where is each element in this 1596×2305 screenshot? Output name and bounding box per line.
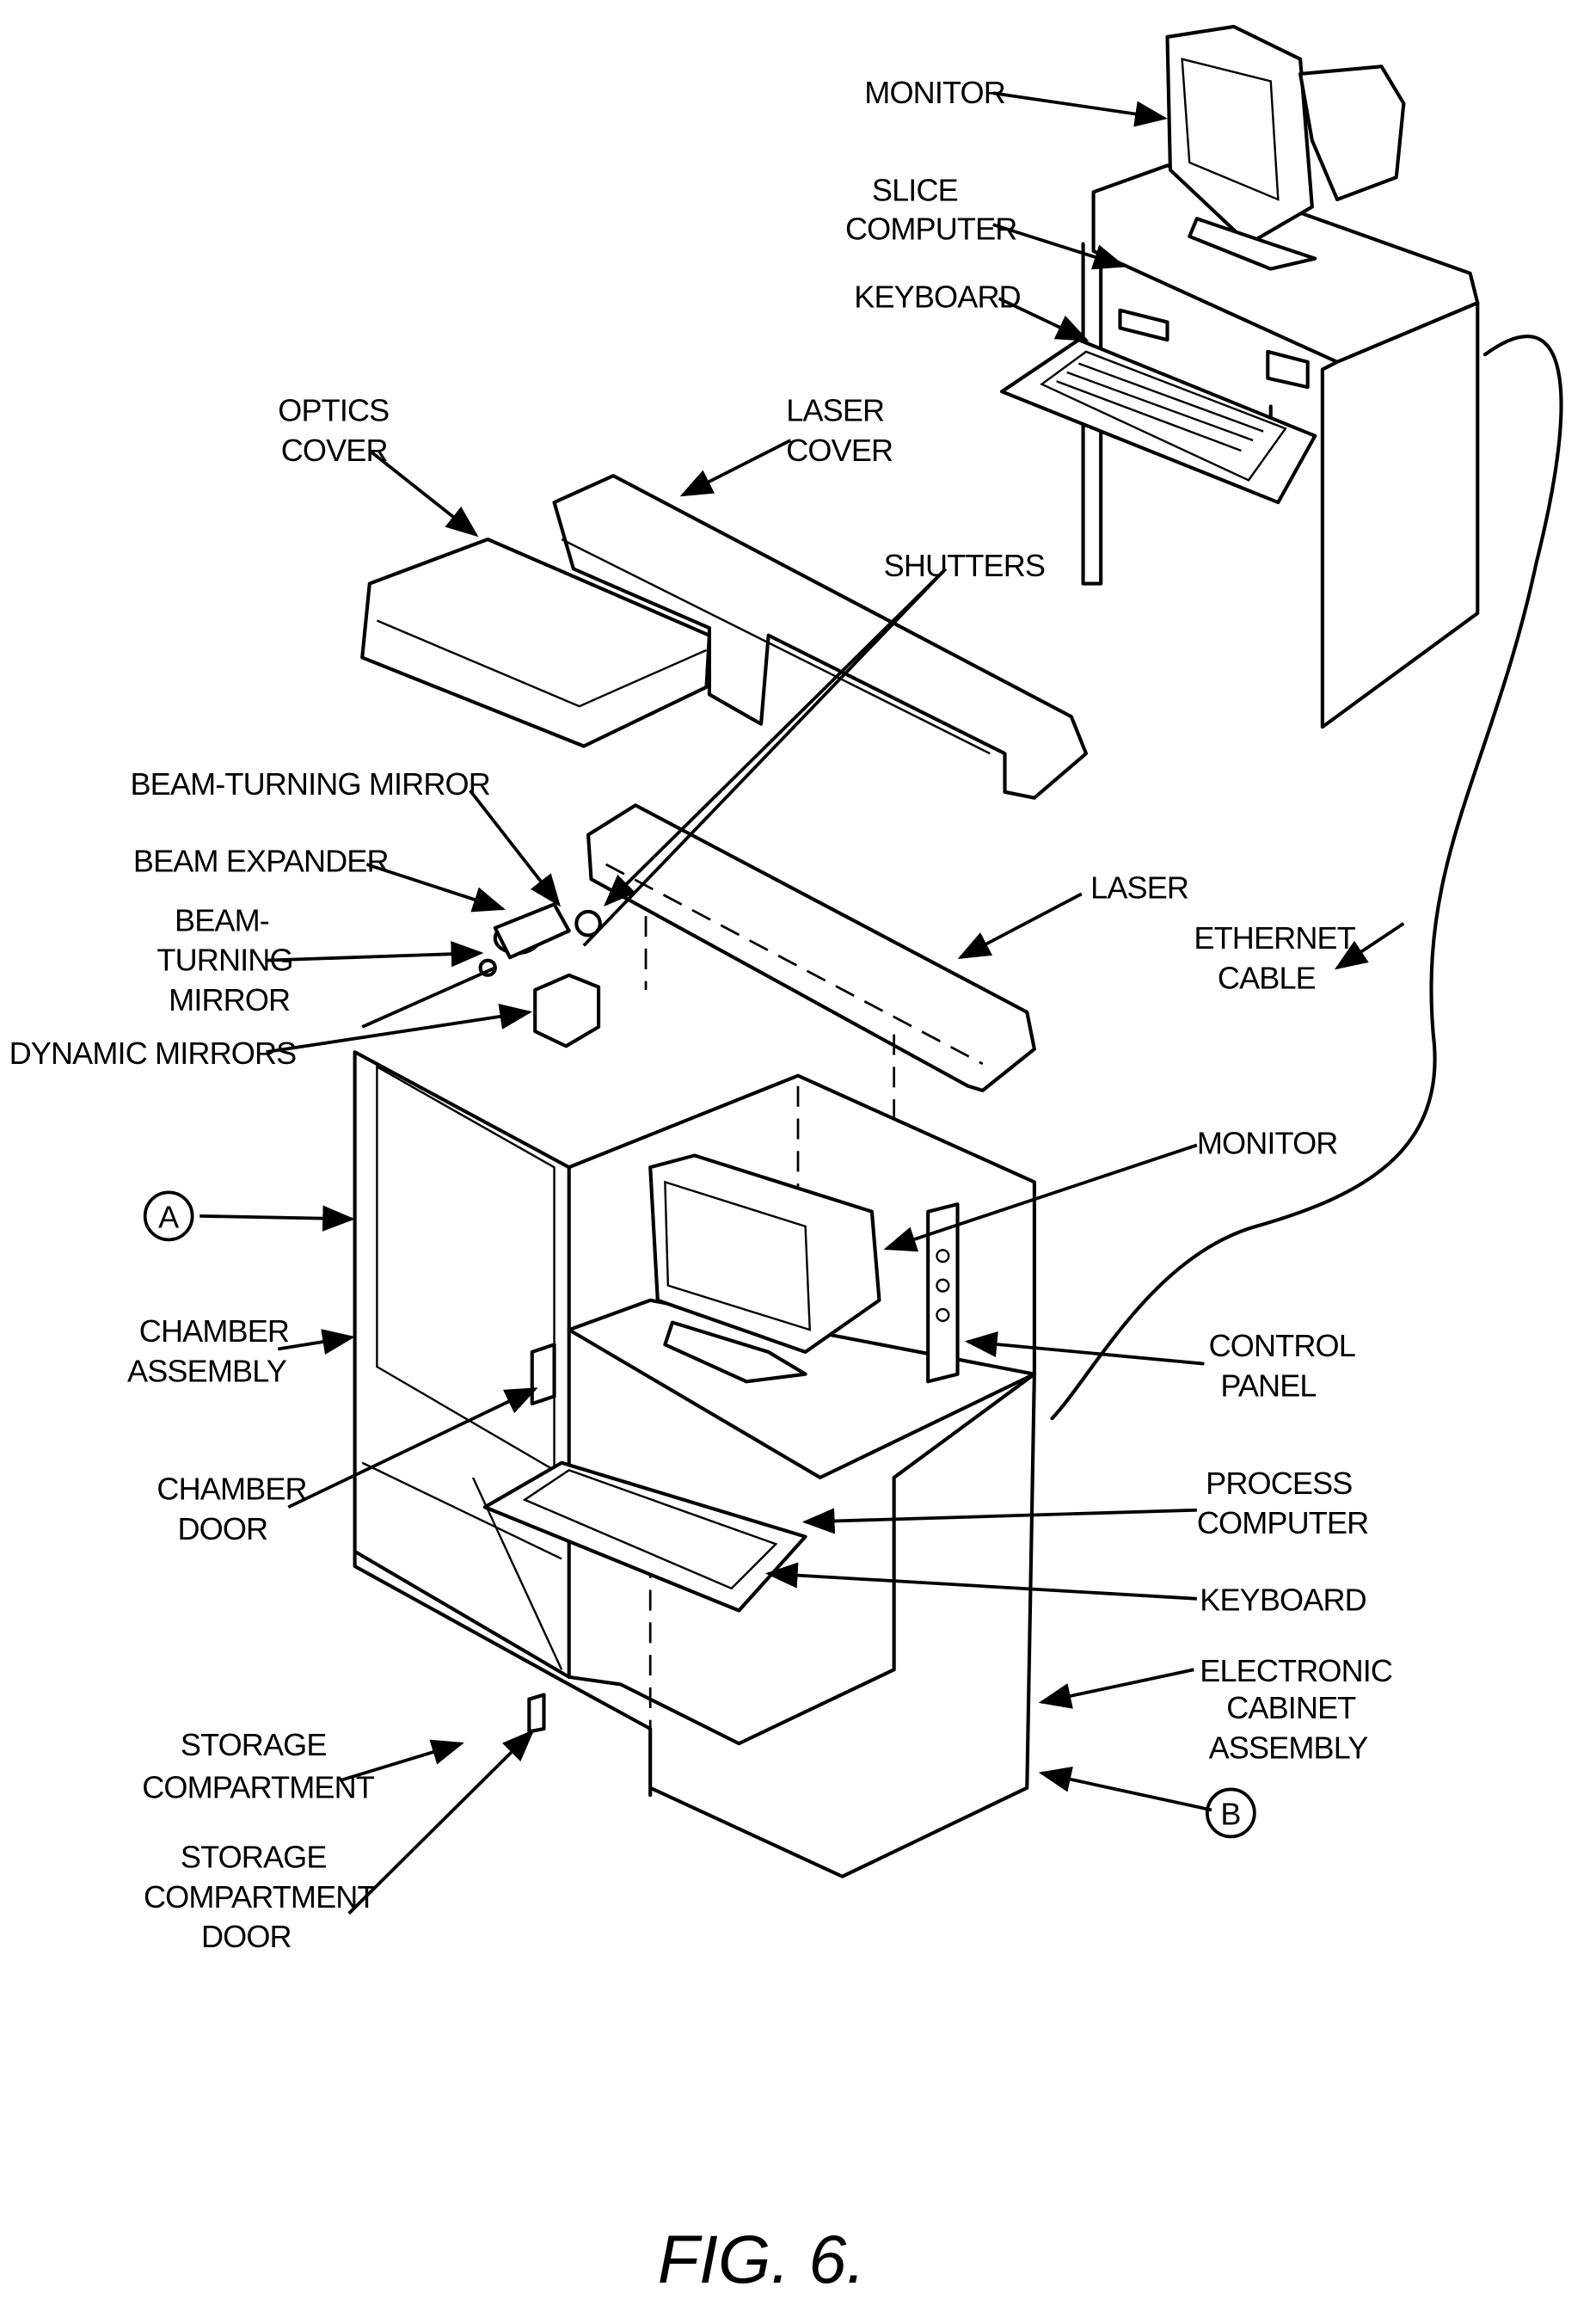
label-electronic-cabinet-2: CABINET: [1226, 1690, 1356, 1725]
label-storage-compartment-2: COMPARTMENT: [142, 1770, 375, 1805]
label-beam-turning-mirror-2a: BEAM-: [175, 902, 269, 937]
figure-caption: FIG. 6.: [658, 2221, 865, 2297]
label-slice-computer-1: SLICE: [872, 173, 958, 208]
storage-door-handle: [529, 1694, 543, 1731]
station-side-panel: [1323, 303, 1477, 727]
label-beam-expander: BEAM EXPANDER: [133, 844, 389, 879]
label-beam-turning-mirror-2b: TURNING: [157, 943, 292, 978]
label-beam-turning-mirror-2c: MIRROR: [169, 982, 290, 1017]
label-storage-door-3: DOOR: [201, 1919, 292, 1954]
label-laser-cover-1: LASER: [786, 393, 884, 428]
label-process-computer-2: COMPUTER: [1197, 1505, 1368, 1540]
label-laser-cover-2: COVER: [786, 433, 893, 468]
label-storage-door-1: STORAGE: [181, 1839, 327, 1874]
monitor-top-back: [1300, 66, 1403, 200]
leader-lines: [200, 93, 1403, 1914]
label-keyboard-top: KEYBOARD: [854, 279, 1021, 314]
label-storage-compartment-1: STORAGE: [181, 1727, 327, 1762]
label-keyboard-bottom: KEYBOARD: [1200, 1583, 1366, 1618]
label-process-computer-1: PROCESS: [1206, 1466, 1352, 1501]
label-optics-cover-1: OPTICS: [278, 393, 389, 428]
label-electronic-cabinet-3: ASSEMBLY: [1209, 1730, 1369, 1765]
label-beam-turning-mirror-1: BEAM-TURNING MIRROR: [130, 766, 489, 802]
label-control-panel-1: CONTROL: [1209, 1328, 1355, 1363]
label-electronic-cabinet-1: ELECTRONIC: [1200, 1653, 1392, 1688]
label-dynamic-mirrors: DYNAMIC MIRRORS: [9, 1036, 297, 1071]
label-slice-computer-2: COMPUTER: [845, 211, 1016, 246]
label-ethernet-cable-2: CABLE: [1218, 960, 1316, 995]
label-monitor-bottom: MONITOR: [1197, 1126, 1338, 1161]
label-marker-a: A: [158, 1200, 179, 1235]
label-storage-door-2: COMPARTMENT: [144, 1879, 377, 1915]
label-shutters: SHUTTERS: [884, 548, 1045, 583]
label-laser: LASER: [1090, 870, 1188, 906]
slice-computer-station: [1002, 27, 1477, 727]
label-chamber-assembly-1: CHAMBER: [139, 1313, 289, 1349]
laser: [588, 805, 1034, 1091]
label-marker-b: B: [1220, 1797, 1240, 1832]
label-chamber-door-1: CHAMBER: [157, 1472, 306, 1507]
beam-expander-assembly: [481, 904, 600, 974]
dynamic-mirrors-box: [535, 975, 598, 1046]
label-control-panel-2: PANEL: [1220, 1368, 1316, 1403]
label-chamber-door-2: DOOR: [177, 1511, 267, 1546]
label-optics-cover-2: COVER: [281, 433, 388, 468]
label-ethernet-cable-1: ETHERNET: [1194, 920, 1355, 956]
chamber-and-cabinet: [355, 1052, 1034, 1877]
label-chamber-assembly-2: ASSEMBLY: [127, 1353, 287, 1388]
label-monitor-top: MONITOR: [864, 75, 1005, 110]
